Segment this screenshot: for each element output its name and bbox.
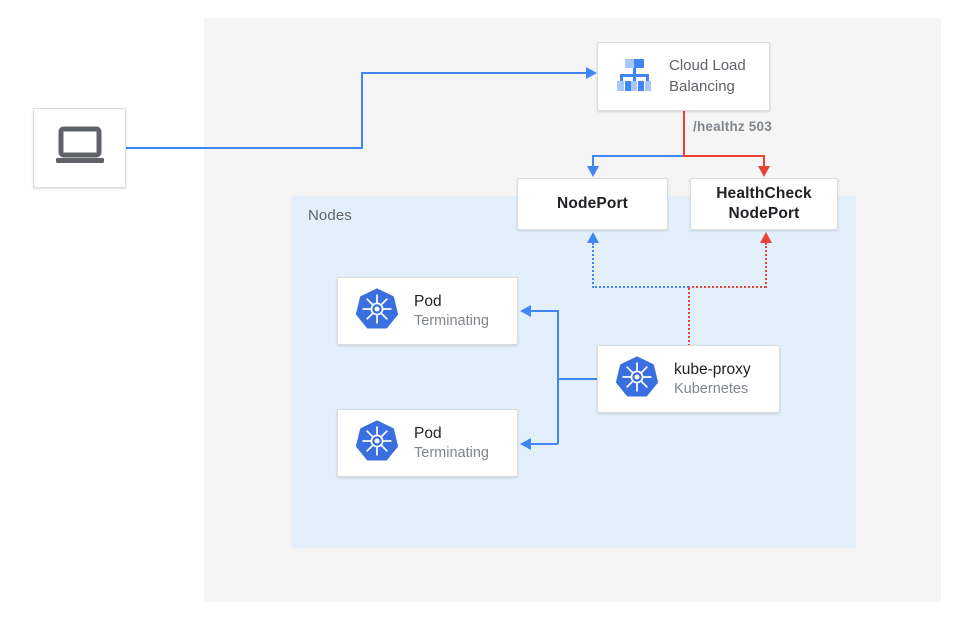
healthcheck-nodeport-label: HealthCheck NodePort bbox=[716, 184, 812, 224]
nodeport-dotted-uplink bbox=[592, 243, 594, 288]
kube-proxy-subtitle: Kubernetes bbox=[674, 380, 749, 397]
nodeport-node[interactable]: NodePort bbox=[517, 178, 668, 230]
kubeproxy-to-pod1-branch bbox=[531, 310, 558, 312]
nodeport-dotted-arrowhead bbox=[586, 232, 599, 243]
client-node[interactable] bbox=[33, 108, 126, 188]
nodes-panel-label: Nodes bbox=[308, 207, 352, 224]
pod-node-2-title: Pod bbox=[414, 424, 442, 442]
client-to-lb-arrowhead bbox=[586, 66, 597, 79]
pod-node-2[interactable]: Pod Terminating bbox=[337, 409, 518, 477]
healthcheck-nodeport-label-line1: HealthCheck bbox=[716, 185, 812, 203]
pod-node-1-status: Terminating bbox=[414, 312, 489, 329]
cloud-load-balancing-node[interactable]: Cloud Load Balancing bbox=[597, 42, 770, 111]
healthcheck-nodeport-label-line2: NodePort bbox=[728, 205, 800, 222]
kube-proxy-text: kube-proxy Kubernetes bbox=[674, 360, 751, 399]
client-to-lb-segment-3 bbox=[361, 72, 587, 74]
lb-downlink-trunk bbox=[683, 111, 685, 157]
healthcheck-dotted-arrowhead bbox=[759, 232, 772, 243]
cloud-load-balancing-label-line1: Cloud Load bbox=[669, 57, 746, 75]
nodeport-label: NodePort bbox=[557, 195, 628, 213]
healthcheck-dotted-bus bbox=[688, 286, 766, 288]
pod-node-1-title: Pod bbox=[414, 292, 442, 310]
lb-to-healthcheck-arrowhead bbox=[757, 166, 770, 177]
pod-node-2-text: Pod Terminating bbox=[414, 424, 489, 463]
kubernetes-icon bbox=[356, 288, 398, 335]
laptop-icon bbox=[54, 126, 106, 171]
healthcheck-dotted-uplink bbox=[765, 243, 767, 288]
lb-to-healthcheck-drop bbox=[763, 155, 765, 169]
client-to-lb-segment-1 bbox=[126, 147, 363, 149]
client-to-lb-segment-2 bbox=[361, 73, 363, 149]
cloud-load-balancing-label-line2: Balancing bbox=[669, 77, 735, 95]
kube-proxy-title: kube-proxy bbox=[674, 360, 751, 378]
kubernetes-icon bbox=[356, 420, 398, 467]
pod-node-1-text: Pod Terminating bbox=[414, 292, 489, 331]
pod-node-1[interactable]: Pod Terminating bbox=[337, 277, 518, 345]
lb-split-right-arm bbox=[683, 155, 765, 157]
cloud-load-balancing-label: Cloud Load Balancing bbox=[669, 56, 746, 97]
healthz-edge-label: /healthz 503 bbox=[693, 119, 772, 134]
lb-split-left-arm bbox=[592, 155, 684, 157]
kubeproxy-to-pods-stem bbox=[558, 378, 598, 380]
healthcheck-nodeport-node[interactable]: HealthCheck NodePort bbox=[690, 178, 838, 230]
kubeproxy-uplink-dotted bbox=[688, 288, 690, 346]
kubeproxy-to-pods-spine bbox=[557, 310, 559, 444]
kubeproxy-to-pod2-branch bbox=[531, 443, 558, 445]
pod-node-2-status: Terminating bbox=[414, 444, 489, 461]
cloud-load-balancing-icon bbox=[612, 52, 656, 101]
lb-to-nodeport-arrowhead bbox=[586, 166, 599, 177]
kube-proxy-node[interactable]: kube-proxy Kubernetes bbox=[597, 345, 780, 413]
kubernetes-icon bbox=[616, 356, 658, 403]
kubeproxy-to-pod1-arrowhead bbox=[520, 304, 531, 317]
nodeport-dotted-bus bbox=[592, 286, 689, 288]
lb-to-nodeport-drop bbox=[592, 155, 594, 169]
kubeproxy-to-pod2-arrowhead bbox=[520, 437, 531, 450]
